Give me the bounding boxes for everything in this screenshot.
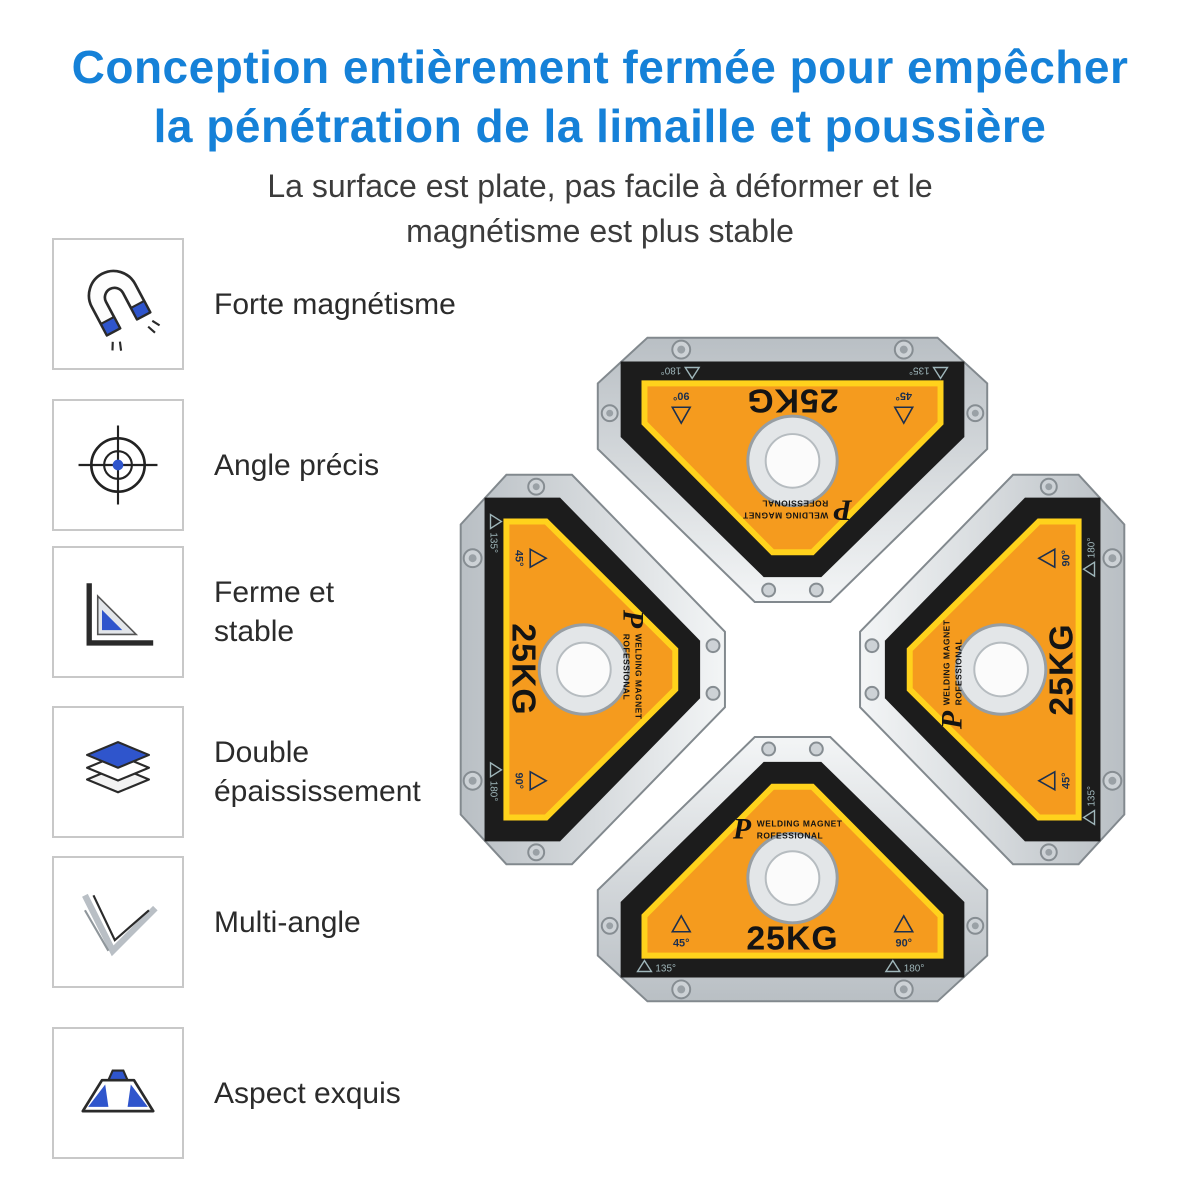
feature-double-epaississement: Double épaississement — [52, 706, 421, 838]
feature-label: Double épaississement — [214, 736, 421, 808]
svg-text:45°: 45° — [896, 389, 913, 401]
feature-multi-angle: Multi-angle — [52, 856, 361, 988]
brand-p: P — [732, 812, 752, 845]
brand-line2: ROFESSIONAL — [757, 830, 823, 840]
svg-text:135°: 135° — [1087, 786, 1098, 807]
feature-label: Angle précis — [214, 448, 380, 482]
brand-p: P — [833, 494, 853, 527]
svg-text:135°: 135° — [655, 964, 676, 975]
svg-text:135°: 135° — [488, 532, 499, 553]
svg-text:90°: 90° — [896, 938, 913, 950]
svg-text:45°: 45° — [512, 550, 524, 567]
brand-line1: WELDING MAGNET — [742, 511, 828, 521]
trapezoid-icon — [52, 1027, 184, 1159]
feature-label: Multi-angle — [214, 905, 361, 939]
subtitle-line-1: La surface est plate, pas facile à défor… — [267, 167, 933, 204]
feature-label: Forte magnétisme — [214, 287, 456, 321]
magnet-left: P WELDING MAGNET ROFESSIONAL 25KG 45° 90… — [459, 473, 726, 866]
title-line-1: Conception entièrement fermée pour empêc… — [71, 41, 1129, 93]
weight-label: 25KG — [1043, 623, 1081, 715]
layers-icon — [52, 706, 184, 838]
subtitle-line-2: magnétisme est plus stable — [406, 212, 794, 249]
svg-text:45°: 45° — [673, 938, 690, 950]
feature-ferme-et-stable: Ferme et stable — [52, 546, 334, 678]
svg-text:90°: 90° — [1061, 550, 1073, 567]
feature-aspect-exquis: Aspect exquis — [52, 1027, 401, 1159]
product-photo: P WELDING MAGNET ROFESSIONAL 25KG 45° 90… — [415, 292, 1170, 1052]
magnet-right: P WELDING MAGNET ROFESSIONAL 25KG 45° 90… — [859, 473, 1126, 866]
svg-text:45°: 45° — [1061, 773, 1073, 790]
page-subtitle: La surface est plate, pas facile à défor… — [0, 164, 1200, 254]
page-title: Conception entièrement fermée pour empêc… — [0, 0, 1200, 156]
brand-line2: ROFESSIONAL — [762, 499, 828, 509]
brand-line1: WELDING MAGNET — [634, 634, 644, 720]
weight-label: 25KG — [746, 920, 838, 958]
magnet-top: P WELDING MAGNET ROFESSIONAL 25KG 45° 90… — [596, 336, 989, 603]
title-line-2: la pénétration de la limaille et poussiè… — [153, 99, 1047, 152]
brand-line1: WELDING MAGNET — [941, 619, 951, 705]
svg-text:180°: 180° — [1087, 538, 1098, 559]
angle-ruler-icon — [52, 546, 184, 678]
feature-label: Ferme et stable — [214, 576, 335, 648]
svg-text:90°: 90° — [673, 389, 690, 401]
svg-text:90°: 90° — [512, 773, 524, 790]
feature-angle-precis: Angle précis — [52, 399, 379, 531]
brand-line1: WELDING MAGNET — [757, 818, 843, 828]
brand-line2: ROFESSIONAL — [622, 634, 632, 700]
brand-p: P — [935, 710, 968, 730]
magnet-bottom: P WELDING MAGNET ROFESSIONAL 25KG 45° 90… — [596, 736, 989, 1003]
feature-forte-magnetisme: Forte magnétisme — [52, 238, 456, 370]
svg-text:180°: 180° — [488, 781, 499, 802]
welding-magnets-image: P WELDING MAGNET ROFESSIONAL 25KG 45° 90… — [459, 336, 1126, 1003]
weight-label: 25KG — [746, 381, 838, 419]
svg-text:135°: 135° — [909, 365, 930, 376]
svg-text:180°: 180° — [661, 365, 682, 376]
multi-angle-icon — [52, 856, 184, 988]
crosshair-icon — [52, 399, 184, 531]
weight-label: 25KG — [504, 623, 542, 715]
feature-label: Aspect exquis — [214, 1076, 401, 1110]
svg-text:180°: 180° — [904, 964, 925, 975]
brand-p: P — [617, 609, 650, 629]
brand-line2: ROFESSIONAL — [953, 639, 963, 705]
magnet-icon — [52, 238, 184, 370]
